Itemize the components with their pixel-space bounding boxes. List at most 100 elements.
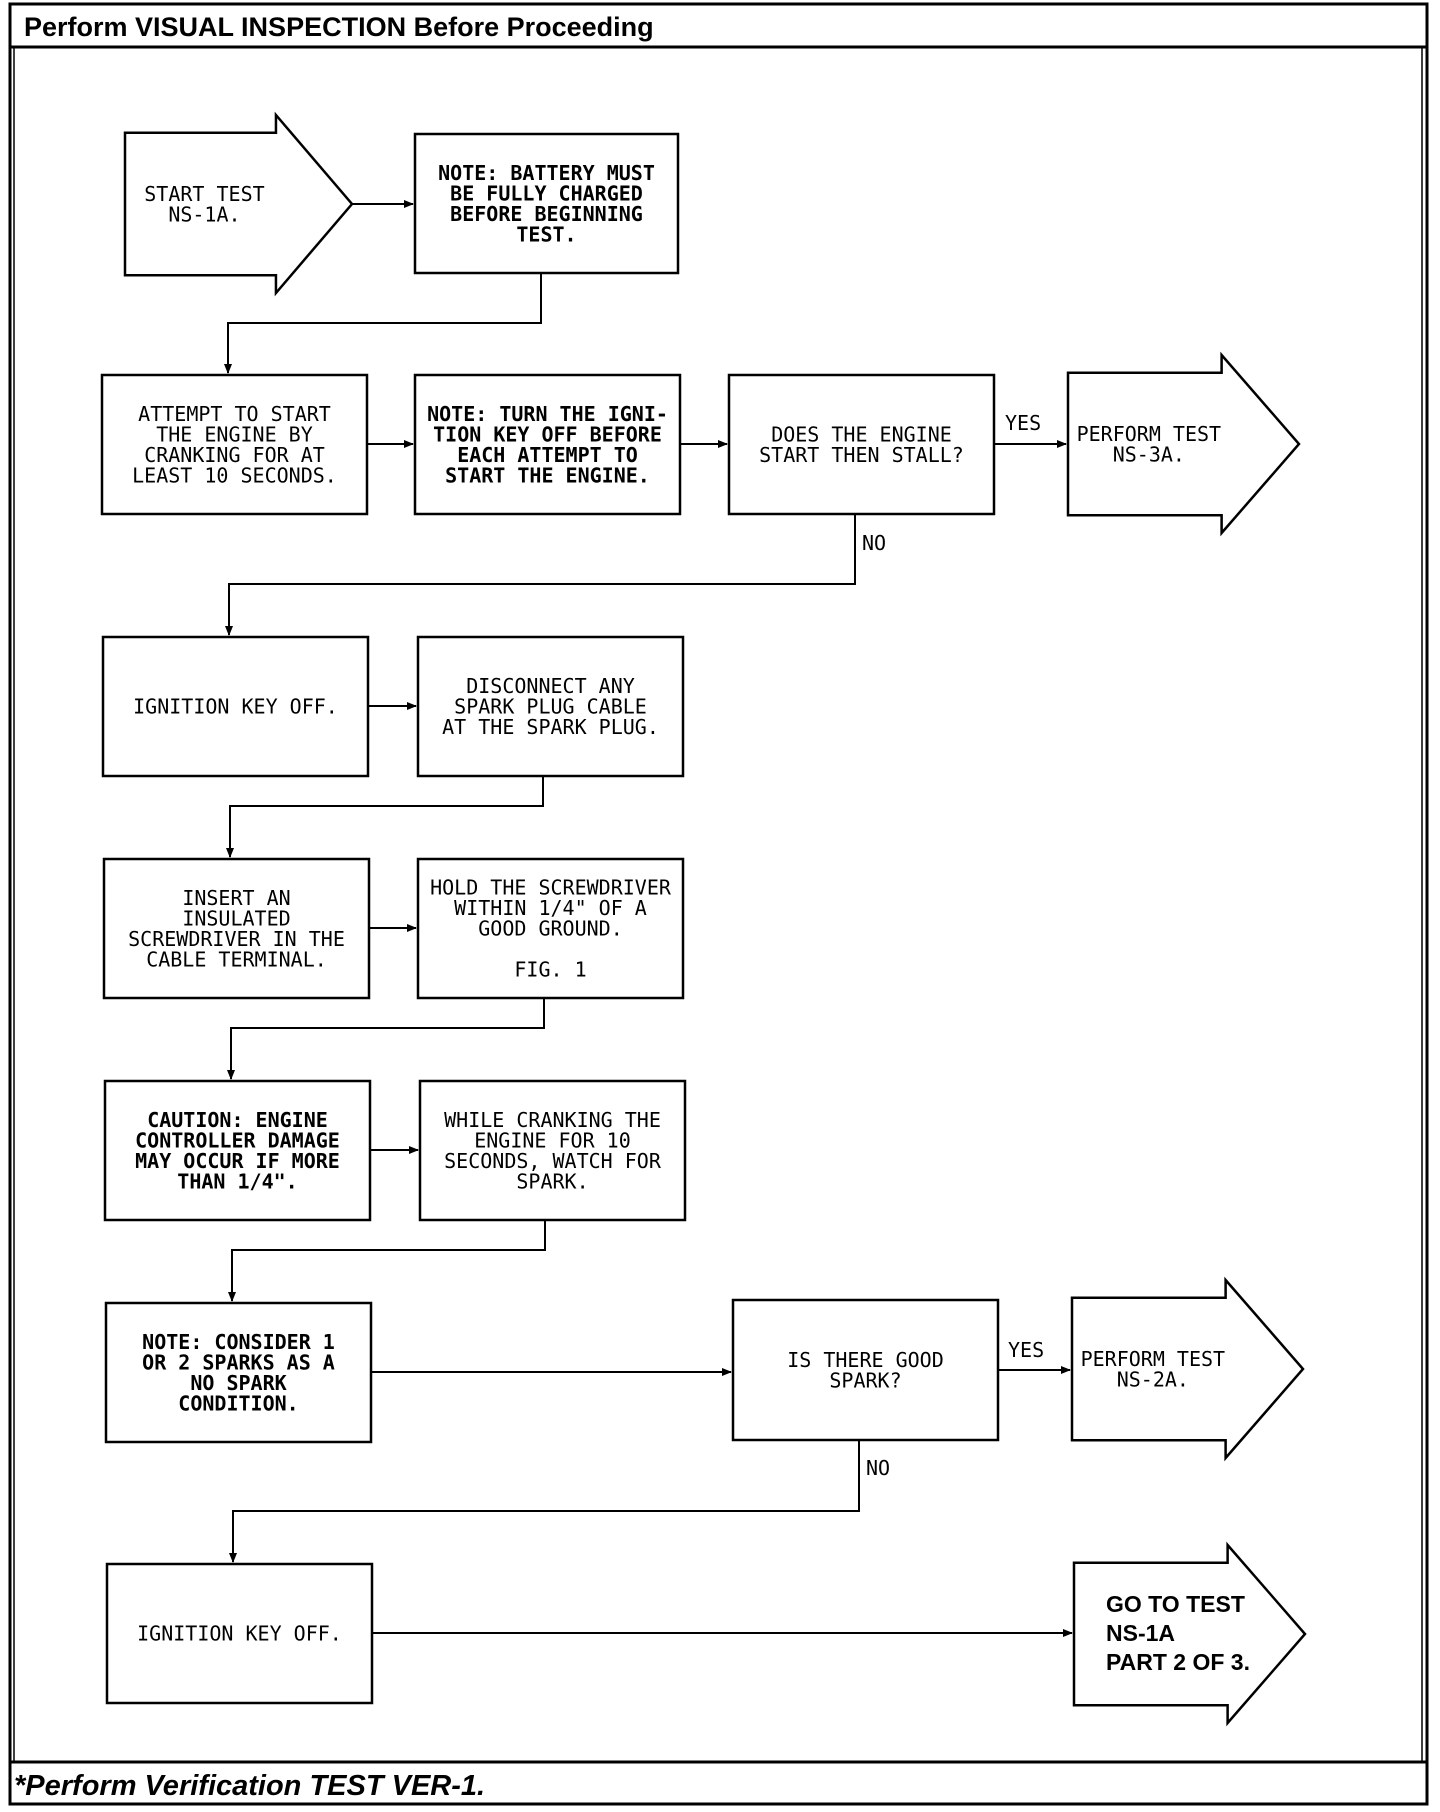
step-note-key-off-shape — [413, 373, 682, 516]
step-key-off-2-text-line: IGNITION KEY OFF. — [137, 1622, 342, 1646]
connector-disconnect-to-insert-screwdriver — [226, 776, 544, 858]
connector-hold-screwdriver-to-caution — [227, 998, 545, 1080]
step-start-stall-text-line: DOES THE ENGINE — [771, 422, 952, 446]
step-disconnect-text-line: SPARK PLUG CABLE — [454, 695, 647, 719]
step-disconnect-text-line: DISCONNECT ANY — [466, 674, 635, 698]
step-caution-shape — [103, 1079, 372, 1222]
page-title: Perform VISUAL INSPECTION Before Proceed… — [24, 12, 654, 42]
connector-start-stall-to-key-off-1 — [225, 514, 856, 636]
step-note-battery-text-line: NOTE: BATTERY MUST — [438, 161, 655, 185]
edge-label-yes-start-stall: YES — [1005, 411, 1041, 435]
step-insert-screwdriver-text-line: SCREWDRIVER IN THE — [128, 927, 345, 951]
step-note-sparks-text-line: NO SPARK — [190, 1371, 286, 1395]
step-note-sparks: NOTE: CONSIDER 1OR 2 SPARKS AS ANO SPARK… — [104, 1301, 373, 1444]
connector-note-battery-to-attempt-start — [224, 273, 542, 374]
step-key-off-1-text-line: IGNITION KEY OFF. — [133, 695, 338, 719]
step-note-sparks-text-line: OR 2 SPARKS AS A — [142, 1350, 335, 1374]
step-hold-screwdriver-text-line: FIG. 1 — [514, 958, 586, 982]
step-start-stall-text-line: START THEN STALL? — [759, 443, 964, 467]
edge-label-no-start-stall: NO — [862, 531, 886, 555]
step-test-ns3a-text-line: PERFORM TEST — [1077, 422, 1222, 446]
step-watch-spark-shape — [418, 1079, 687, 1222]
step-note-key-off-text-line: EACH ATTEMPT TO — [457, 443, 638, 467]
step-insert-screwdriver-text-line: CABLE TERMINAL. — [146, 947, 327, 971]
step-watch-spark-text-line: SECONDS, WATCH FOR — [444, 1149, 662, 1173]
step-note-battery-shape — [413, 132, 680, 275]
step-caution-text-line: CAUTION: ENGINE — [147, 1108, 328, 1132]
step-hold-screwdriver-text-line: GOOD GROUND. — [478, 917, 623, 941]
step-test-ns3a-text-line: NS-3A. — [1113, 442, 1185, 466]
step-caution-text-line: THAN 1/4". — [177, 1169, 297, 1193]
step-note-key-off-text-line: START THE ENGINE. — [445, 463, 650, 487]
step-go-to-test-text-line: GO TO TEST — [1106, 1591, 1245, 1617]
step-go-to-test: GO TO TEST NS-1A PART 2 OF 3. — [1072, 1541, 1307, 1727]
step-good-spark-text-line: IS THERE GOOD — [787, 1348, 944, 1372]
step-note-battery-text-line: BE FULLY CHARGED — [450, 181, 643, 205]
step-disconnect-text-line: AT THE SPARK PLUG. — [442, 715, 659, 739]
step-start-text-line: NS-1A. — [168, 202, 240, 226]
step-go-to-test-shape — [1072, 1541, 1307, 1727]
step-start-shape — [123, 111, 354, 297]
step-attempt-start-text-line: CRANKING FOR AT — [144, 443, 325, 467]
step-key-off-1-shape — [101, 635, 370, 778]
connector-good-spark-to-key-off-2 — [229, 1440, 860, 1563]
step-caution-text-line: MAY OCCUR IF MORE — [135, 1149, 340, 1173]
step-caution-text-line: CONTROLLER DAMAGE — [135, 1128, 340, 1152]
edge-label-yes-good-spark: YES — [1008, 1338, 1044, 1362]
flowchart-connectors: YES NO YES NO — [224, 200, 1073, 1637]
step-insert-screwdriver-text-line: INSULATED — [182, 906, 290, 930]
step-good-spark-text-line: SPARK? — [829, 1368, 901, 1392]
connector-watch-spark-to-note-sparks — [228, 1220, 546, 1302]
outer-border — [8, 2, 1429, 1806]
edge-label-no-good-spark: NO — [866, 1456, 890, 1480]
step-note-battery-text-line: BEFORE BEGINNING — [450, 202, 643, 226]
step-attempt-start-text-line: LEAST 10 SECONDS. — [132, 463, 337, 487]
step-note-sparks-text-line: NOTE: CONSIDER 1 — [142, 1330, 335, 1354]
step-note-key-off: NOTE: TURN THE IGNI-TION KEY OFF BEFOREE… — [413, 373, 682, 516]
step-key-off-2-shape — [105, 1562, 374, 1705]
step-insert-screwdriver-shape — [102, 857, 371, 1000]
step-test-ns2a-text-line: PERFORM TEST — [1081, 1347, 1226, 1371]
step-test-ns3a-shape — [1066, 351, 1301, 537]
step-hold-screwdriver-shape — [416, 857, 685, 1000]
step-test-ns2a-shape — [1070, 1276, 1305, 1462]
step-attempt-start-text-line: ATTEMPT TO START — [138, 402, 331, 426]
step-key-off-1: IGNITION KEY OFF. — [101, 635, 370, 778]
step-attempt-start-shape — [100, 373, 369, 516]
step-start-text-line: START TEST — [144, 182, 264, 206]
step-start-stall-shape — [727, 373, 996, 516]
step-note-key-off-text-line: NOTE: TURN THE IGNI- — [427, 402, 668, 426]
step-watch-spark-text-line: SPARK. — [516, 1169, 588, 1193]
step-test-ns2a-text-line: NS-2A. — [1117, 1367, 1189, 1391]
step-hold-screwdriver-text-line: WITHIN 1/4" OF A — [454, 896, 647, 920]
step-attempt-start-text-line: THE ENGINE BY — [156, 422, 313, 446]
step-key-off-2: IGNITION KEY OFF. — [105, 1562, 374, 1705]
step-hold-screwdriver-text-line: HOLD THE SCREWDRIVER — [430, 876, 672, 900]
step-watch-spark-text-line: WHILE CRANKING THE — [444, 1108, 661, 1132]
step-note-battery-text-line: TEST. — [516, 222, 576, 246]
step-note-sparks-text-line: CONDITION. — [178, 1391, 298, 1415]
step-go-to-test-text-line: NS-1A — [1106, 1620, 1175, 1646]
step-good-spark-shape — [731, 1298, 1000, 1442]
step-insert-screwdriver-text-line: INSERT AN — [182, 886, 290, 910]
step-go-to-test-text-line: PART 2 OF 3. — [1106, 1649, 1250, 1675]
verification-note: *Perform Verification TEST VER-1. — [14, 1770, 486, 1802]
step-watch-spark-text-line: ENGINE FOR 10 — [474, 1128, 631, 1152]
step-note-key-off-text-line: TION KEY OFF BEFORE — [433, 422, 662, 446]
step-disconnect-shape — [416, 635, 685, 778]
step-note-sparks-shape — [104, 1301, 373, 1444]
